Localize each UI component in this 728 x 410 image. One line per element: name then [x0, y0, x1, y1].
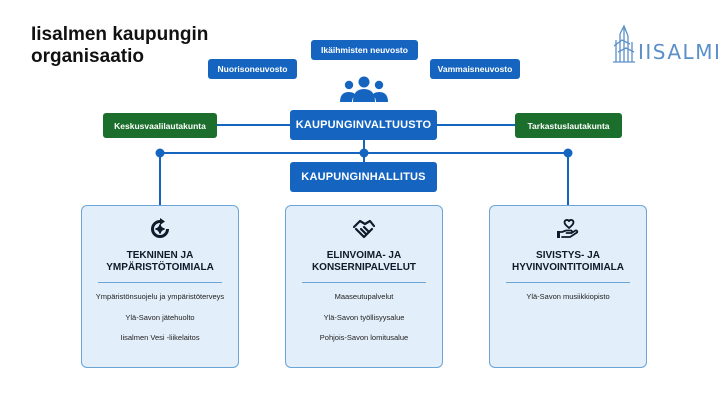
list-item: Pohjois-Savon lomitusalue	[319, 333, 409, 342]
council-elderly: Ikäihmisten neuvosto	[311, 40, 418, 60]
department-card-education: SIVISTYS- JA HYVINVOINTITOIMIALA Ylä-Sav…	[489, 205, 647, 368]
department-title: TEKNINEN JA YMPÄRISTÖTOIMIALA	[106, 250, 214, 273]
city-board: KAUPUNGINHALLITUS	[290, 162, 437, 192]
list-item: Ympäristönsuojelu ja ympäristöterveys	[95, 292, 225, 301]
divider	[98, 282, 222, 283]
iisalmi-logo: IISALMI	[610, 22, 720, 66]
logo-text: IISALMI	[638, 40, 722, 64]
city-council: KAUPUNGINVALTUUSTO	[290, 110, 437, 140]
list-item: Ylä-Savon musiikkiopisto	[526, 292, 610, 301]
people-group-icon	[340, 76, 388, 102]
page-title: Iisalmen kaupungin organisaatio	[31, 24, 209, 67]
department-title: ELINVOIMA- JA KONSERNIPALVELUT	[311, 250, 417, 273]
heart-hand-icon	[557, 219, 579, 238]
department-title: SIVISTYS- JA HYVINVOINTITOIMIALA	[511, 250, 625, 273]
junction-left	[155, 148, 165, 158]
election-board: Keskusvaalilautakunta	[103, 113, 217, 138]
list-item: Maaseutupalvelut	[334, 292, 394, 301]
divider	[506, 282, 630, 283]
recycle-gear-icon	[151, 218, 169, 238]
department-card-technical: TEKNINEN JA YMPÄRISTÖTOIMIALA Ympäristön…	[81, 205, 239, 368]
list-item: Ylä-Savon jätehuolto	[125, 312, 195, 322]
department-card-vitality: ELINVOIMA- JA KONSERNIPALVELUT Maaseutup…	[285, 205, 443, 368]
junction-right	[563, 148, 573, 158]
city-tower-icon	[613, 24, 635, 63]
list-item: Iisalmen Vesi -liikelaitos	[120, 333, 200, 342]
council-youth: Nuorisoneuvosto	[208, 59, 297, 79]
audit-board: Tarkastuslautakunta	[515, 113, 622, 138]
divider	[302, 282, 426, 283]
junction-center	[359, 148, 369, 158]
list-item: Ylä-Savon työllisyysalue	[323, 312, 405, 322]
handshake-icon	[352, 219, 376, 239]
council-disability: Vammaisneuvosto	[430, 59, 520, 79]
